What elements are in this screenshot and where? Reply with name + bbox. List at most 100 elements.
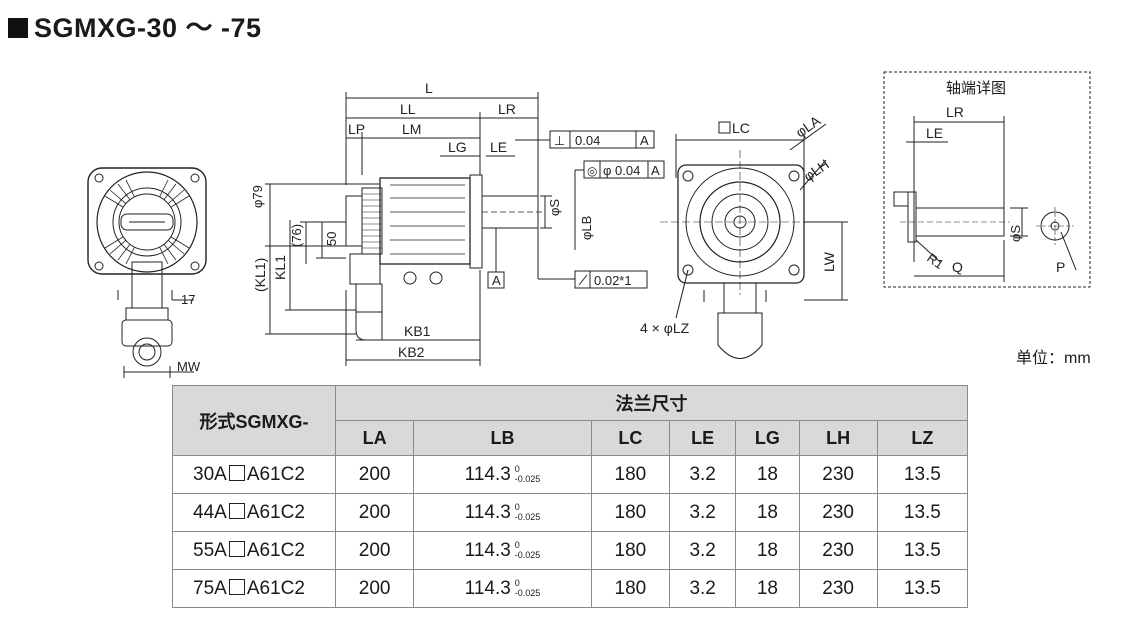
cell-LE: 3.2 bbox=[668, 493, 737, 532]
placeholder-box-icon bbox=[228, 578, 245, 595]
col-header: LZ bbox=[876, 420, 969, 456]
dim-LR: LR bbox=[498, 101, 516, 117]
cell-LC: 180 bbox=[590, 569, 670, 608]
unit-label: 单位：mm bbox=[1016, 350, 1091, 367]
col-header: LC bbox=[590, 420, 670, 456]
cell-LA: 200 bbox=[334, 455, 415, 494]
col-header: LB bbox=[413, 420, 592, 456]
perp-datum: A bbox=[640, 133, 649, 148]
cell-LZ: 13.5 bbox=[876, 531, 969, 570]
lb-tolerance: 0-0.025 bbox=[514, 540, 541, 561]
cell-LZ: 13.5 bbox=[876, 569, 969, 608]
placeholder-box-icon bbox=[228, 502, 245, 519]
perp-symbol: ⊥ bbox=[554, 133, 565, 148]
model-header: 形式SGMXG- bbox=[172, 385, 336, 456]
mw-label: MW bbox=[177, 359, 201, 374]
holes-label: 4 × φLZ bbox=[640, 320, 690, 336]
shaft-detail-title: 轴端详图 bbox=[946, 80, 1007, 97]
dim-kl1: KL1 bbox=[272, 255, 288, 280]
cell-LH: 230 bbox=[798, 569, 878, 608]
dim-LG: LG bbox=[448, 139, 467, 155]
cell-LA: 200 bbox=[334, 493, 415, 532]
cell-LG: 18 bbox=[735, 569, 800, 608]
dim-17-label: 17 bbox=[181, 292, 195, 307]
motor-dimension-drawing: MW 17 L LL LR LP LM LG LE ⊥ 0.04 A ◎ φ 0… bbox=[87, 71, 1091, 378]
cell-LH: 230 bbox=[798, 455, 878, 494]
detail-dim-LE: LE bbox=[926, 125, 943, 141]
dim-phi79: φ79 bbox=[250, 185, 265, 208]
runout-value: 0.02*1 bbox=[594, 273, 632, 288]
conc-datum: A bbox=[651, 163, 660, 178]
dim-LM: LM bbox=[402, 121, 421, 137]
detail-dim-phiS: φS bbox=[1008, 225, 1023, 242]
square-bullet-icon bbox=[8, 18, 28, 38]
col-header: LE bbox=[668, 420, 737, 456]
front-view: LC φLA φLH LW 4 × φLZ bbox=[640, 112, 848, 359]
dim-KB2: KB2 bbox=[398, 344, 425, 360]
dim-KB1: KB1 bbox=[404, 323, 431, 339]
placeholder-box-icon bbox=[228, 464, 245, 481]
lb-tolerance: 0-0.025 bbox=[514, 502, 541, 523]
shaft-detail-view: LR LE φS R1 Q P bbox=[883, 71, 1091, 288]
col-header: LA bbox=[334, 420, 415, 456]
cell-LH: 230 bbox=[798, 531, 878, 570]
page-title-text: SGMXG-30 ～ -75 bbox=[34, 13, 262, 43]
conc-value: φ 0.04 bbox=[603, 163, 640, 178]
dim-L: L bbox=[425, 80, 433, 96]
cell-LG: 18 bbox=[735, 493, 800, 532]
perp-value: 0.04 bbox=[575, 133, 600, 148]
group-header: 法兰尺寸 bbox=[335, 385, 968, 421]
cell-LA: 200 bbox=[334, 569, 415, 608]
detail-dim-Q: Q bbox=[952, 259, 963, 275]
dim-LP: LP bbox=[348, 121, 365, 137]
dim-phiLB: φLB bbox=[579, 216, 594, 240]
dim-kl1-paren: (KL1) bbox=[252, 258, 268, 292]
dim-phiLH: φLH bbox=[801, 156, 832, 185]
dim-LE: LE bbox=[490, 139, 507, 155]
conc-symbol: ◎ bbox=[587, 164, 597, 178]
datum-A: A bbox=[492, 273, 501, 288]
lb-tolerance: 0-0.025 bbox=[514, 464, 541, 485]
detail-R1: R1 bbox=[924, 250, 946, 272]
cell-LC: 180 bbox=[590, 531, 670, 570]
cell-LA: 200 bbox=[334, 531, 415, 570]
rear-view: MW 17 bbox=[87, 167, 207, 378]
detail-P: P bbox=[1056, 259, 1065, 275]
dim-LW: LW bbox=[821, 251, 837, 272]
cell-LZ: 13.5 bbox=[876, 493, 969, 532]
cell-LE: 3.2 bbox=[668, 455, 737, 494]
col-header: LH bbox=[798, 420, 878, 456]
dim-LL: LL bbox=[400, 101, 416, 117]
dim-LC: LC bbox=[732, 120, 750, 136]
cell-LH: 230 bbox=[798, 493, 878, 532]
cell-LE: 3.2 bbox=[668, 531, 737, 570]
page-title: SGMXG-30 ～ -75 bbox=[8, 6, 262, 45]
cell-LG: 18 bbox=[735, 455, 800, 494]
col-header: LG bbox=[735, 420, 800, 456]
dim-50: 50 bbox=[324, 232, 339, 246]
dim-76: (76) bbox=[289, 224, 304, 247]
cell-LC: 180 bbox=[590, 455, 670, 494]
cell-LE: 3.2 bbox=[668, 569, 737, 608]
detail-dim-LR: LR bbox=[946, 104, 964, 120]
side-view: L LL LR LP LM LG LE ⊥ 0.04 A ◎ φ 0.04 A bbox=[250, 80, 665, 366]
placeholder-box-icon bbox=[228, 540, 245, 557]
lb-tolerance: 0-0.025 bbox=[514, 578, 541, 599]
cell-LC: 180 bbox=[590, 493, 670, 532]
dim-phiLA: φLA bbox=[793, 112, 824, 141]
dim-phiS: φS bbox=[547, 199, 562, 216]
cell-LG: 18 bbox=[735, 531, 800, 570]
